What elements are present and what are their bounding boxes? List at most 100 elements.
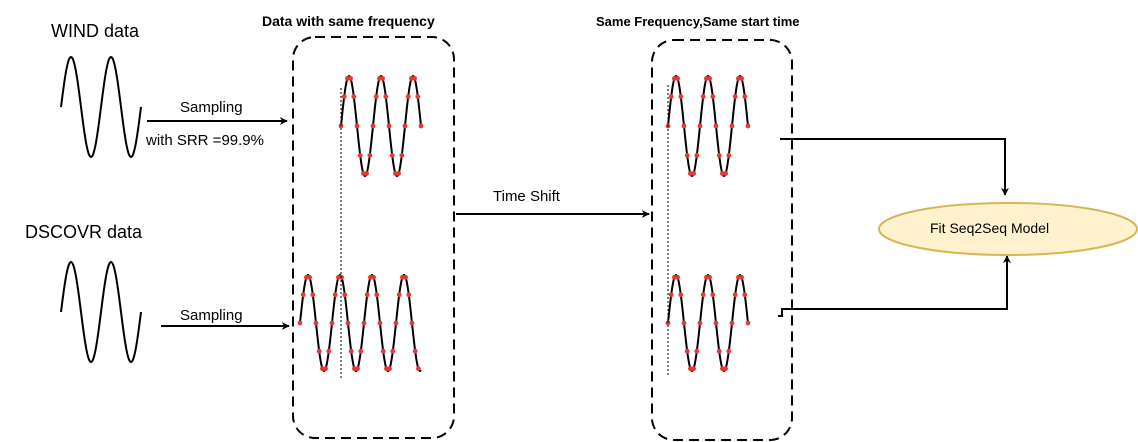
time-shift-label: Time Shift bbox=[493, 188, 560, 205]
sampling-bottom-label: Sampling bbox=[180, 307, 243, 324]
same-start-title: Same Frequency,Same start time bbox=[596, 14, 800, 29]
sine-curve bbox=[340, 74, 422, 178]
sample-point bbox=[364, 171, 369, 176]
sample-point bbox=[710, 94, 716, 100]
sample-point bbox=[694, 152, 700, 158]
sample-point bbox=[396, 171, 401, 176]
sample-point bbox=[332, 292, 338, 298]
model-node bbox=[878, 202, 1138, 256]
sample-point bbox=[406, 292, 412, 298]
sample-point bbox=[412, 348, 418, 354]
sample-point bbox=[697, 320, 703, 326]
sampling-top-label: Sampling bbox=[180, 99, 243, 116]
sample-point bbox=[742, 94, 748, 100]
sample-point bbox=[418, 123, 424, 129]
sample-point bbox=[341, 94, 347, 100]
sample-point bbox=[329, 320, 335, 326]
sample-point bbox=[739, 76, 744, 81]
sample-point bbox=[358, 348, 364, 354]
sample-point bbox=[342, 292, 348, 298]
sample-point bbox=[380, 348, 386, 354]
sample-point bbox=[313, 320, 319, 326]
sample-point bbox=[389, 152, 395, 158]
sample-point bbox=[681, 123, 687, 129]
sample-point bbox=[370, 123, 376, 129]
sample-point bbox=[361, 320, 367, 326]
sample-point bbox=[678, 292, 684, 298]
wind-data-label: WIND data bbox=[51, 21, 140, 41]
sample-point bbox=[713, 320, 719, 326]
sample-point bbox=[729, 123, 735, 129]
sample-point bbox=[668, 292, 674, 298]
sample-point bbox=[374, 292, 380, 298]
model-label: Fit Seq2Seq Model bbox=[930, 220, 1050, 236]
sample-point bbox=[373, 94, 379, 100]
sample-point bbox=[707, 274, 712, 280]
sample-point bbox=[402, 123, 408, 129]
sample-point bbox=[415, 94, 421, 100]
dscovr-data-label: DSCOVR data bbox=[25, 222, 143, 242]
sample-point bbox=[742, 292, 748, 298]
sample-point bbox=[403, 274, 408, 280]
sample-point bbox=[348, 348, 354, 354]
sample-point bbox=[405, 94, 411, 100]
sample-point bbox=[364, 292, 370, 298]
wind-to-model-arrow bbox=[780, 138, 1009, 196]
sample-point bbox=[668, 94, 674, 100]
sample-point bbox=[409, 320, 415, 326]
sample-point bbox=[716, 348, 722, 354]
sample-point bbox=[694, 348, 700, 354]
sample-point bbox=[716, 152, 722, 158]
sample-point bbox=[297, 320, 303, 326]
sample-point bbox=[726, 348, 732, 354]
sample-point bbox=[684, 152, 690, 158]
sample-point bbox=[745, 320, 751, 326]
dscovr-to-model-arrow bbox=[778, 255, 1011, 317]
sample-point bbox=[700, 94, 706, 100]
sample-point bbox=[710, 292, 716, 298]
sample-point bbox=[707, 76, 712, 81]
aligned-dscovr-wave bbox=[665, 273, 751, 373]
sample-point bbox=[700, 292, 706, 298]
sample-point bbox=[416, 366, 421, 372]
sample-point bbox=[348, 76, 353, 81]
sine-curve bbox=[60, 260, 142, 364]
sample-point bbox=[684, 348, 690, 354]
sampled-wind-wave bbox=[338, 74, 424, 178]
sample-point bbox=[377, 320, 383, 326]
sample-point bbox=[371, 274, 376, 280]
sample-point bbox=[345, 320, 351, 326]
sample-point bbox=[713, 123, 719, 129]
sample-point bbox=[339, 274, 344, 280]
sample-point bbox=[351, 94, 357, 100]
sample-point bbox=[681, 320, 687, 326]
same-frequency-title: Data with same frequency bbox=[262, 13, 435, 29]
sample-point bbox=[387, 366, 392, 372]
sample-point bbox=[310, 292, 316, 298]
sample-point bbox=[399, 152, 405, 158]
sample-point bbox=[355, 366, 360, 372]
sample-point bbox=[412, 76, 417, 81]
sine-curve bbox=[667, 74, 749, 178]
sample-point bbox=[675, 76, 680, 81]
sample-point bbox=[380, 76, 385, 81]
sample-point bbox=[393, 320, 399, 326]
sample-point bbox=[723, 366, 728, 372]
sample-point bbox=[726, 152, 732, 158]
same-frequency-group bbox=[292, 36, 455, 439]
sample-point bbox=[691, 366, 696, 372]
sample-point bbox=[675, 274, 680, 280]
sample-point bbox=[723, 171, 728, 176]
sample-point bbox=[390, 348, 396, 354]
dscovr-source-wave bbox=[60, 260, 142, 364]
sample-point bbox=[307, 274, 312, 280]
sample-point bbox=[367, 152, 373, 158]
same-start-group bbox=[651, 39, 793, 441]
sample-point bbox=[678, 94, 684, 100]
sample-point bbox=[386, 123, 392, 129]
sample-point bbox=[732, 292, 738, 298]
sample-point bbox=[745, 123, 751, 129]
sampled-dscovr-wave bbox=[297, 273, 422, 373]
sine-curve bbox=[667, 273, 749, 373]
